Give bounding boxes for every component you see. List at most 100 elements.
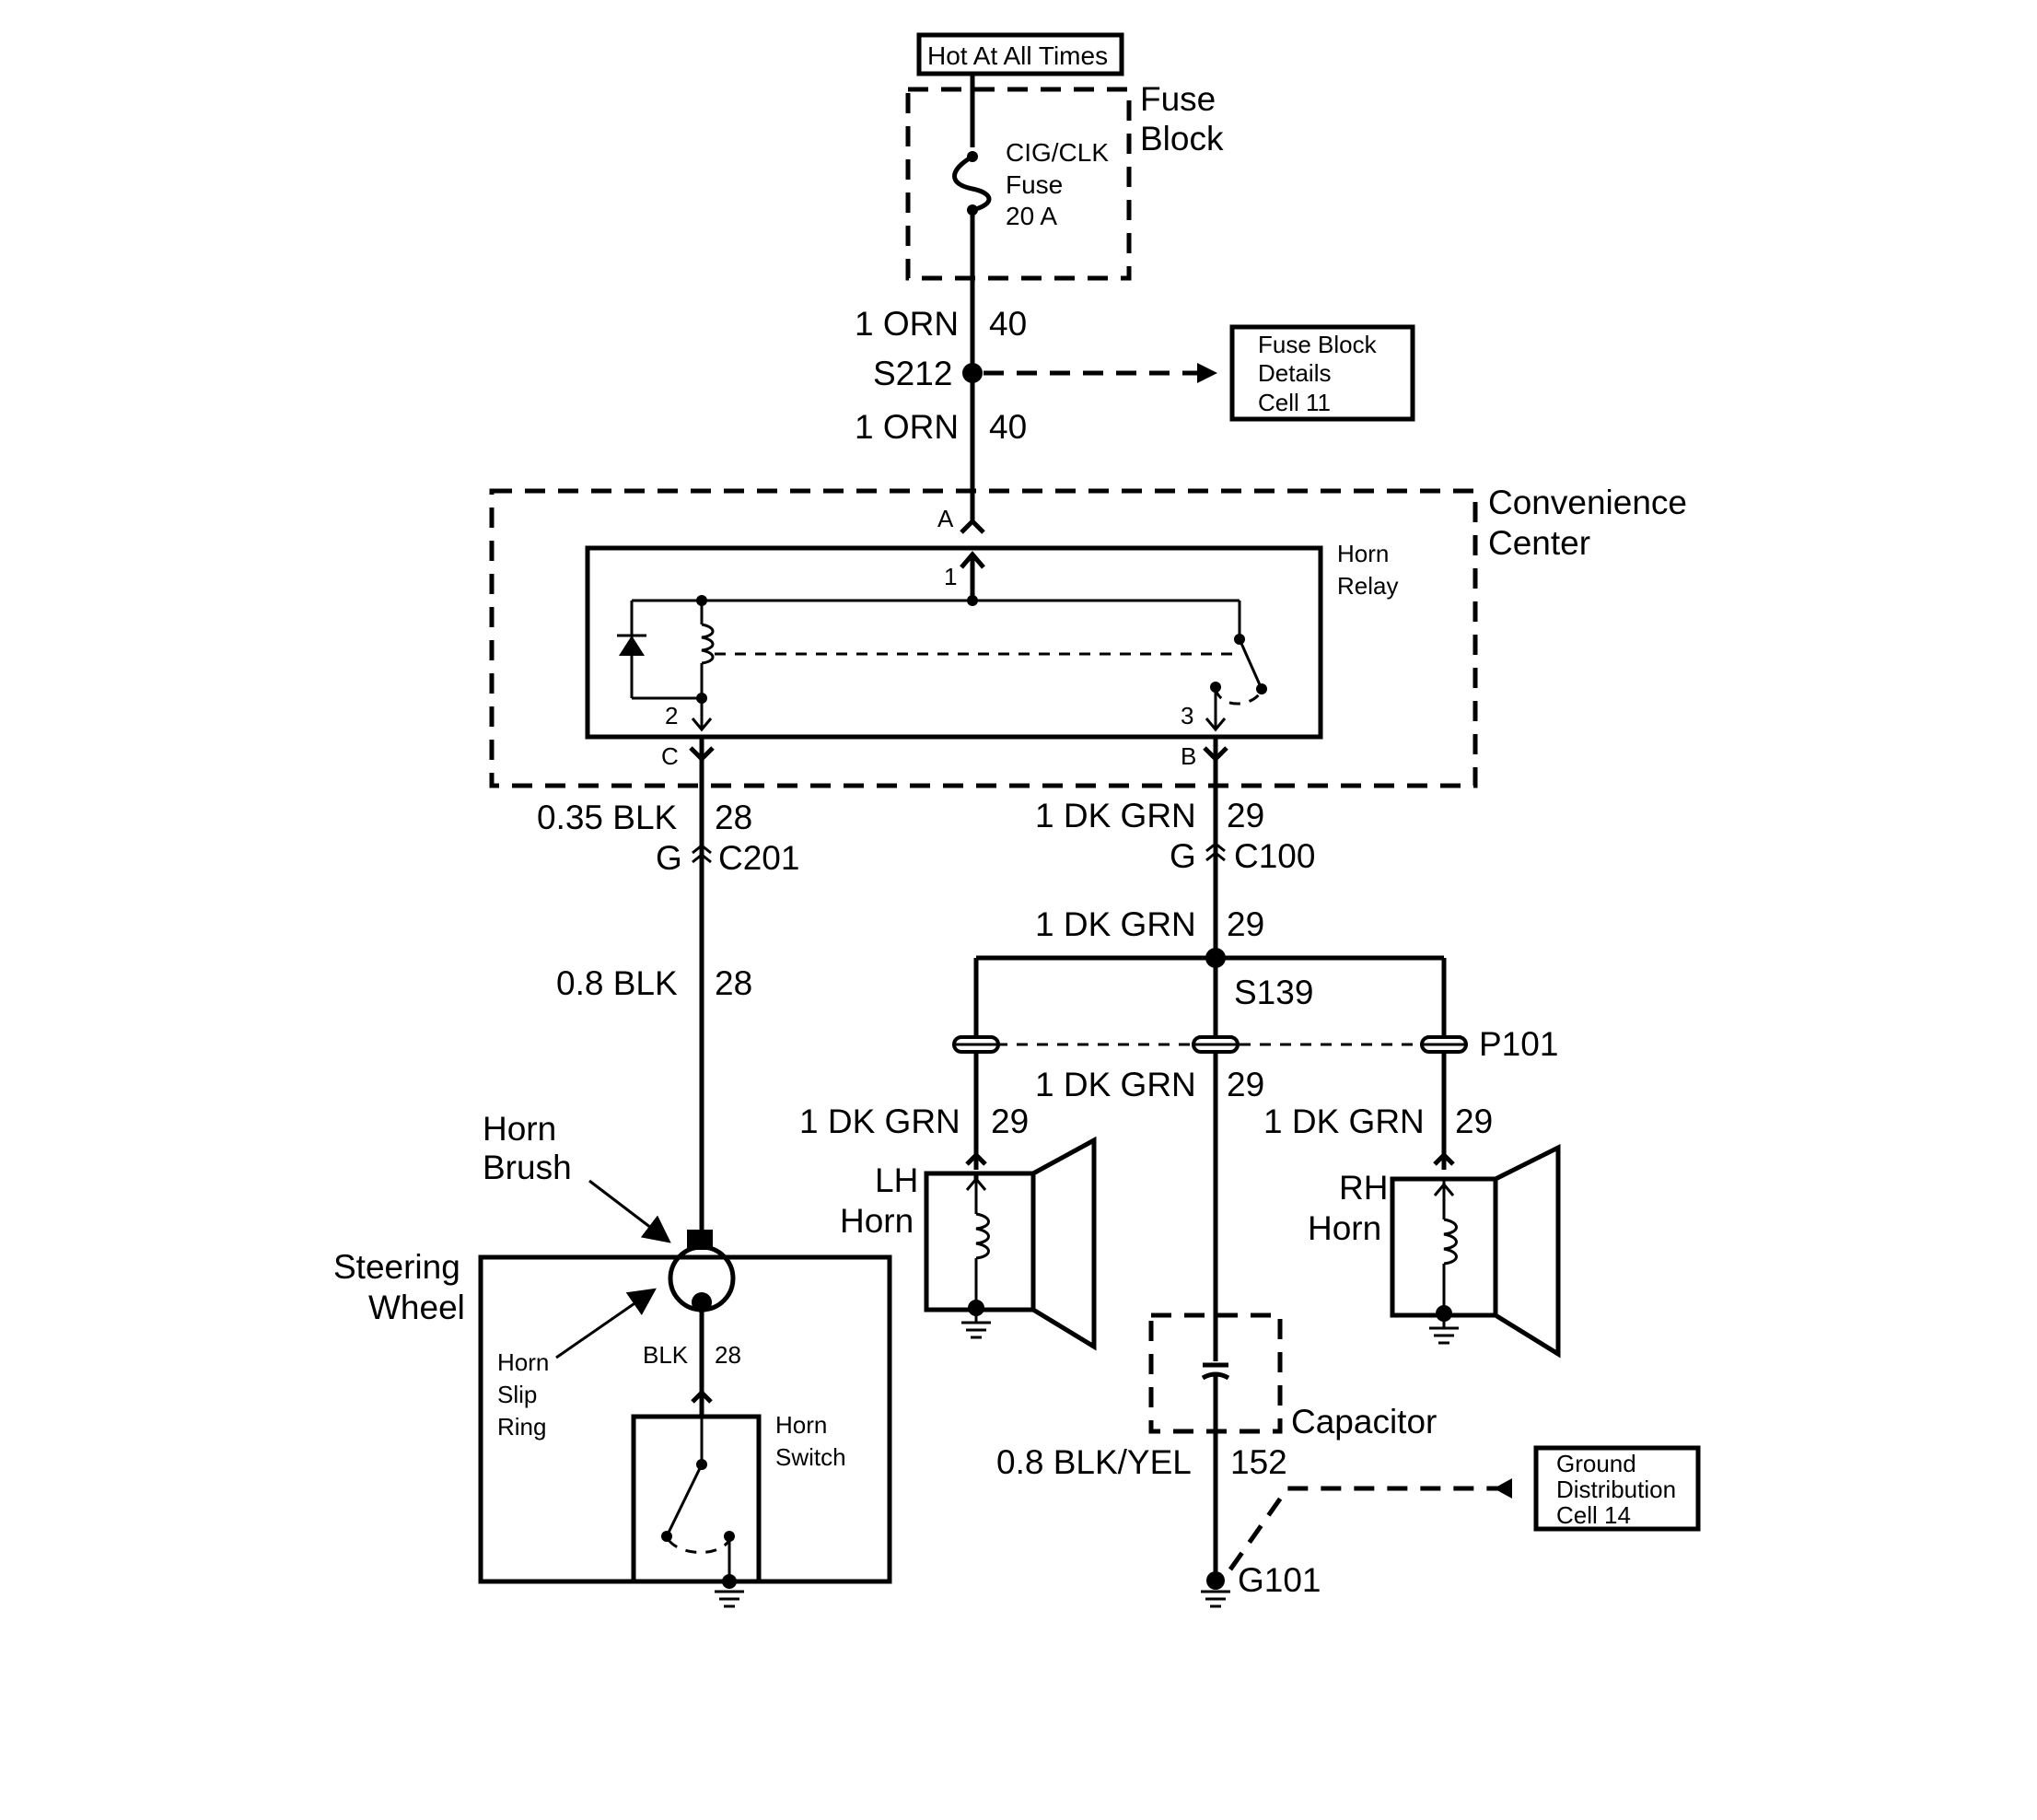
horn-switch-connector-icon: [691, 1389, 713, 1404]
connector-p101-label: P101: [1479, 1025, 1558, 1063]
left-wire2-color: 0.8 BLK: [556, 964, 678, 1002]
horn-switch-label-1: Horn: [775, 1411, 827, 1439]
horn-slip-ring-label-2: Slip: [497, 1381, 537, 1408]
horn-relay-label-2: Relay: [1337, 572, 1398, 600]
fuse-rating: 20 A: [1006, 202, 1057, 230]
lh-horn-label-2: Horn: [840, 1202, 914, 1240]
ref-fuse-line3: Cell 11: [1258, 389, 1331, 416]
lh-horn-bell-icon: [1031, 1136, 1097, 1351]
horn-relay-box: [585, 545, 1323, 740]
connector-p101-lh-icon: [952, 1035, 1000, 1054]
left-circuit2: 28: [715, 964, 752, 1002]
horn-slip-ring-label-1: Horn: [497, 1348, 549, 1376]
horn-slip-ring-label-3: Ring: [497, 1413, 546, 1441]
relay-switch-travel: [1214, 688, 1263, 706]
rh-horn-label-2: Horn: [1308, 1209, 1381, 1247]
rh-horn-arrow-icon: [1433, 1182, 1455, 1196]
relay-switch-tip-dot: [1256, 683, 1267, 694]
mid-wire-color: 1 DK GRN: [1035, 1066, 1196, 1103]
hot-at-all-times-box: Hot At All Times: [916, 32, 1124, 76]
mid-circuit: 29: [1227, 1066, 1264, 1103]
connector-a-icon: [960, 518, 985, 534]
hot-at-all-times-label: Hot At All Times: [927, 41, 1108, 70]
fuse-name: CIG/CLK: [1006, 138, 1109, 167]
horn-brush-label-2: Brush: [483, 1149, 572, 1186]
rh-horn-connector-icon: [1433, 1151, 1455, 1166]
horn-switch-travel: [667, 1538, 731, 1554]
horn-switch-ground-icon: [715, 1590, 744, 1608]
connector-p101-center-icon: [1192, 1035, 1240, 1054]
capacitor-label: Capacitor: [1291, 1403, 1437, 1441]
connector-c100-icon: [1205, 842, 1226, 862]
ground-g101-label: G101: [1238, 1561, 1321, 1599]
ref-ground-dashed-line: [1228, 1486, 1510, 1571]
right-circuit1: 29: [1227, 797, 1264, 834]
ground-g101-icon: [1201, 1590, 1230, 1608]
rh-horn-label-1: RH: [1339, 1169, 1388, 1207]
splice-s139-label: S139: [1234, 974, 1313, 1011]
lh-circuit: 29: [991, 1102, 1029, 1140]
lh-horn-ground-dot: [968, 1300, 984, 1316]
capacitor-circuit: 152: [1230, 1443, 1287, 1481]
connector-c201-label: C201: [718, 839, 799, 877]
horn-switch-box: [631, 1414, 762, 1584]
rh-horn-bell-icon: [1494, 1143, 1561, 1359]
left-wire1-color: 0.35 BLK: [537, 799, 678, 836]
ref-fuse-block-details-box[interactable]: Fuse Block Details Cell 11: [1229, 324, 1415, 422]
ref-ground-line2: Distribution: [1556, 1476, 1676, 1503]
horn-switch-contact-icon: [665, 1464, 704, 1537]
feed-circuit-bottom: 40: [989, 408, 1027, 446]
connector-c201-icon: [692, 844, 712, 864]
relay-bus-dot-center: [967, 595, 978, 606]
steering-wire-color: BLK: [643, 1341, 689, 1369]
relay-pin-a: A: [937, 505, 954, 532]
relay-coil-icon: [701, 623, 715, 665]
right-wire2-color: 1 DK GRN: [1035, 905, 1196, 943]
fuse-block-label-1: Fuse: [1140, 80, 1216, 118]
steering-circuit: 28: [715, 1341, 741, 1369]
rh-horn-ground-dot: [1436, 1305, 1452, 1322]
fuse-symbol: [952, 151, 992, 216]
right-conn-pin: G: [1170, 837, 1196, 875]
lh-horn-arrow-icon: [965, 1176, 987, 1191]
feed-wire-bottom-color: 1 ORN: [855, 408, 959, 446]
horn-brush-label-1: Horn: [483, 1110, 556, 1148]
convenience-center-label-2: Center: [1488, 524, 1590, 562]
fuse-word: Fuse: [1006, 170, 1063, 199]
capacitor-icon: [1197, 1361, 1234, 1381]
relay-pin-1: 1: [944, 563, 957, 590]
relay-pin-2: 2: [665, 702, 678, 729]
ref-ground-line3: Cell 14: [1556, 1501, 1631, 1529]
ref-fuse-arrow-icon: [1197, 363, 1217, 383]
fuse-block-label-block: Block: [1140, 120, 1224, 158]
relay-pin-c: C: [661, 742, 679, 770]
lh-horn-label-1: LH: [875, 1161, 918, 1199]
convenience-center-box: [489, 488, 1478, 788]
horn-relay-label-1: Horn: [1337, 540, 1389, 567]
feed-wire-top-color: 1 ORN: [855, 305, 959, 343]
relay-switch-contact-icon: [1238, 638, 1263, 690]
fuse-block: Fuse Fuse Block Block: [905, 80, 1224, 281]
left-conn-pin: G: [656, 839, 682, 877]
connector-p101-rh-icon: [1420, 1035, 1468, 1054]
lh-horn-ground-icon: [961, 1321, 991, 1339]
connector-c100-label: C100: [1234, 837, 1315, 875]
capacitor-wire-color: 0.8 BLK/YEL: [996, 1443, 1192, 1481]
relay-pin-2-arrow-icon: [691, 718, 713, 732]
horn-brush-icon: [687, 1230, 713, 1250]
horn-switch-label-2: Switch: [775, 1443, 846, 1471]
lh-horn-connector-icon: [965, 1151, 987, 1166]
diode-icon: [617, 634, 646, 656]
ref-ground-distribution-box[interactable]: Ground Distribution Cell 14: [1533, 1445, 1701, 1532]
lh-wire-color: 1 DK GRN: [799, 1102, 960, 1140]
relay-pin-3: 3: [1181, 702, 1193, 729]
rh-horn-coil-icon: [1443, 1218, 1458, 1266]
ref-fuse-line2: Details: [1258, 359, 1331, 387]
splice-s212-label: S212: [873, 355, 952, 392]
steering-wheel-label-1: Steering: [333, 1248, 460, 1286]
lh-horn-coil-icon: [975, 1212, 990, 1260]
steering-wheel-label-2: Wheel: [368, 1289, 465, 1326]
ground-g101-dot: [1206, 1571, 1225, 1590]
right-circuit2: 29: [1227, 905, 1264, 943]
